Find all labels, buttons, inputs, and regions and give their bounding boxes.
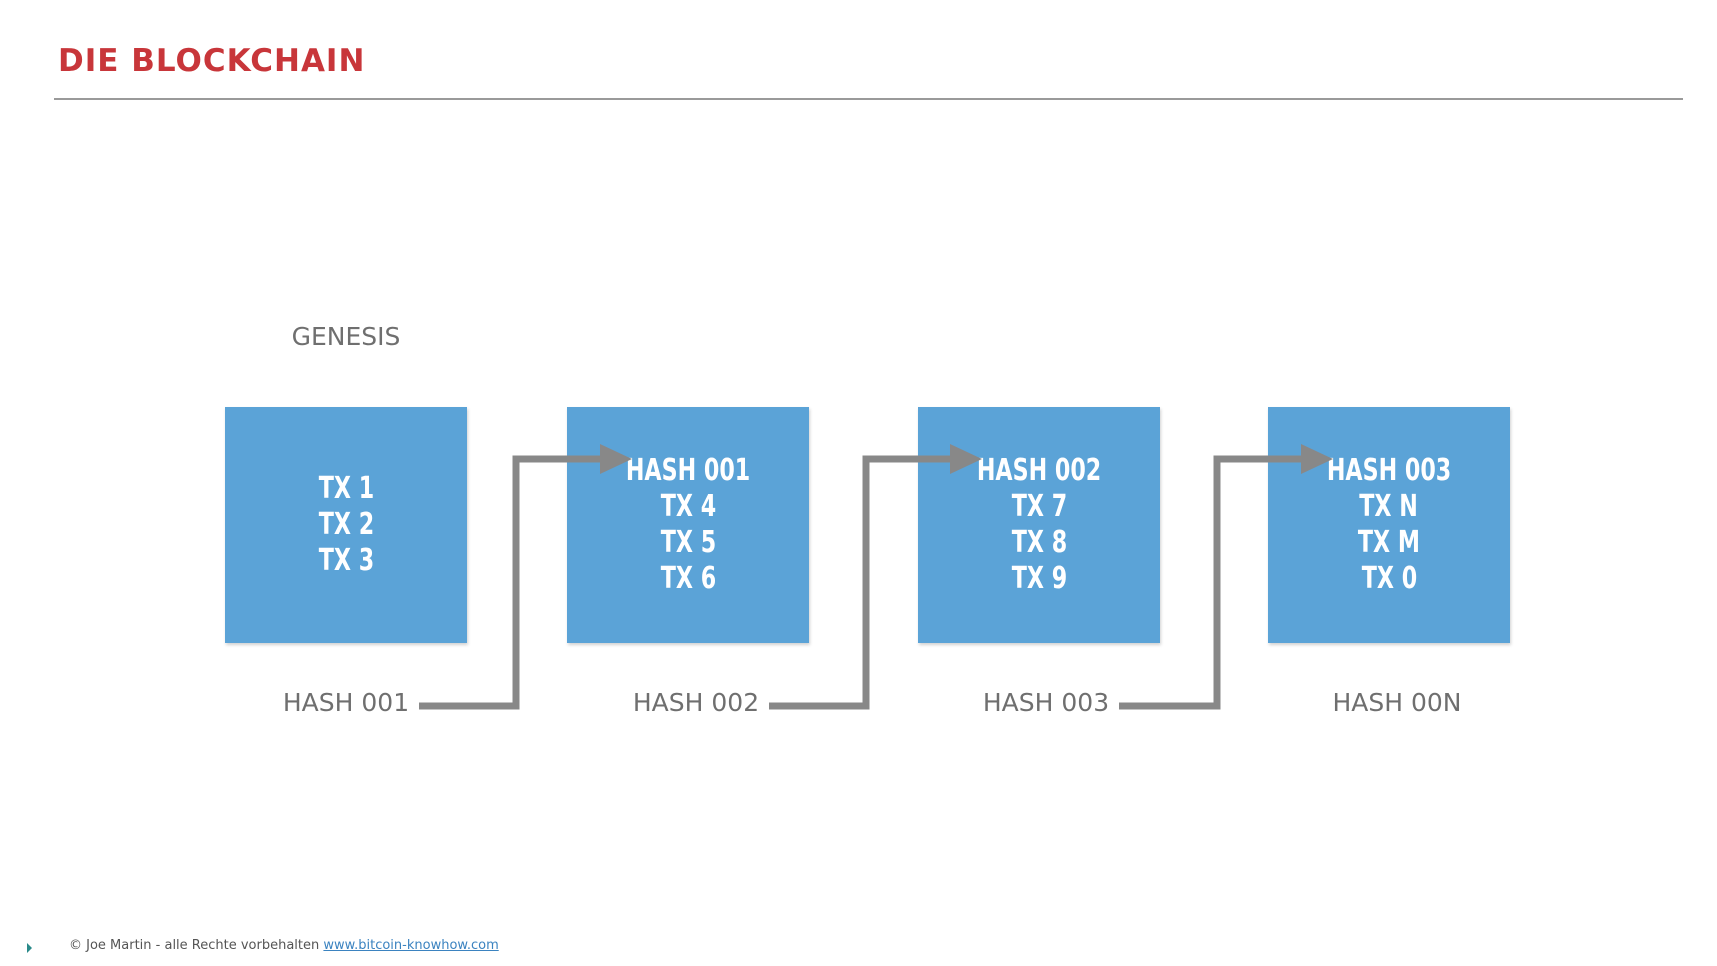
footer-marker-icon — [27, 943, 32, 953]
block-line: TX 7 — [1011, 489, 1067, 524]
footer-copyright: © Joe Martin - alle Rechte vorbehalten — [69, 938, 320, 953]
block-line: TX 2 — [318, 507, 374, 542]
block-line: TX 0 — [1361, 561, 1417, 596]
block-line: TX M — [1357, 525, 1421, 560]
footer: © Joe Martin - alle Rechte vorbehalten w… — [69, 938, 499, 953]
hash-label-3: HASH 003 — [982, 688, 1110, 717]
block-4: HASH 003 TX N TX M TX 0 — [1268, 407, 1510, 643]
block-2: HASH 001 TX 4 TX 5 TX 6 — [567, 407, 809, 643]
block-line: TX N — [1359, 489, 1419, 524]
block-3: HASH 002 TX 7 TX 8 TX 9 — [918, 407, 1160, 643]
hash-label-2: HASH 002 — [632, 688, 760, 717]
footer-link[interactable]: www.bitcoin-knowhow.com — [323, 938, 499, 953]
block-line: HASH 003 — [1326, 453, 1452, 488]
block-line: HASH 002 — [976, 453, 1102, 488]
block-line: TX 5 — [660, 525, 716, 560]
block-line: TX 3 — [318, 543, 374, 578]
hash-label-4: HASH 00N — [1332, 688, 1462, 717]
block-genesis: TX 1 TX 2 TX 3 — [225, 407, 467, 643]
block-line: TX 4 — [660, 489, 716, 524]
hash-label-1: HASH 001 — [282, 688, 410, 717]
block-line: TX 9 — [1011, 561, 1067, 596]
block-line: HASH 001 — [625, 453, 751, 488]
genesis-label: GENESIS — [291, 322, 401, 351]
block-line: TX 8 — [1011, 525, 1067, 560]
title-divider — [54, 98, 1683, 100]
block-line: TX 6 — [660, 561, 716, 596]
slide-title: DIE BLOCKCHAIN — [58, 43, 366, 79]
block-line: TX 1 — [318, 471, 374, 506]
